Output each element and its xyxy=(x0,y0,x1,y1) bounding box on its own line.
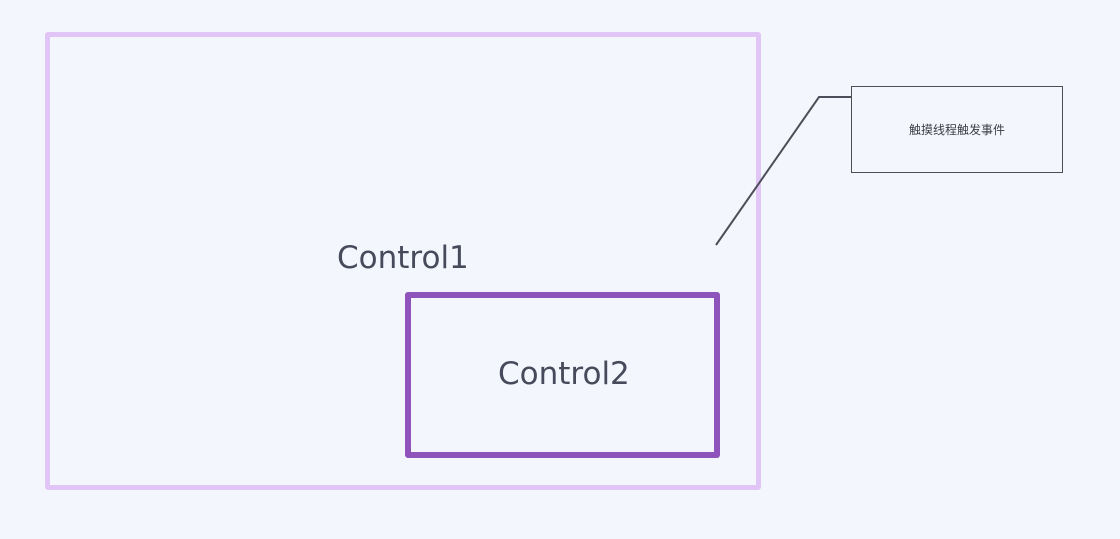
callout-text: 触摸线程触发事件 xyxy=(908,123,1005,137)
callout-box: 触摸线程触发事件 xyxy=(851,86,1063,173)
control2-box xyxy=(405,292,720,458)
control1-label: Control1 xyxy=(337,240,469,276)
control1-box xyxy=(45,32,761,490)
control2-label: Control2 xyxy=(498,356,630,392)
